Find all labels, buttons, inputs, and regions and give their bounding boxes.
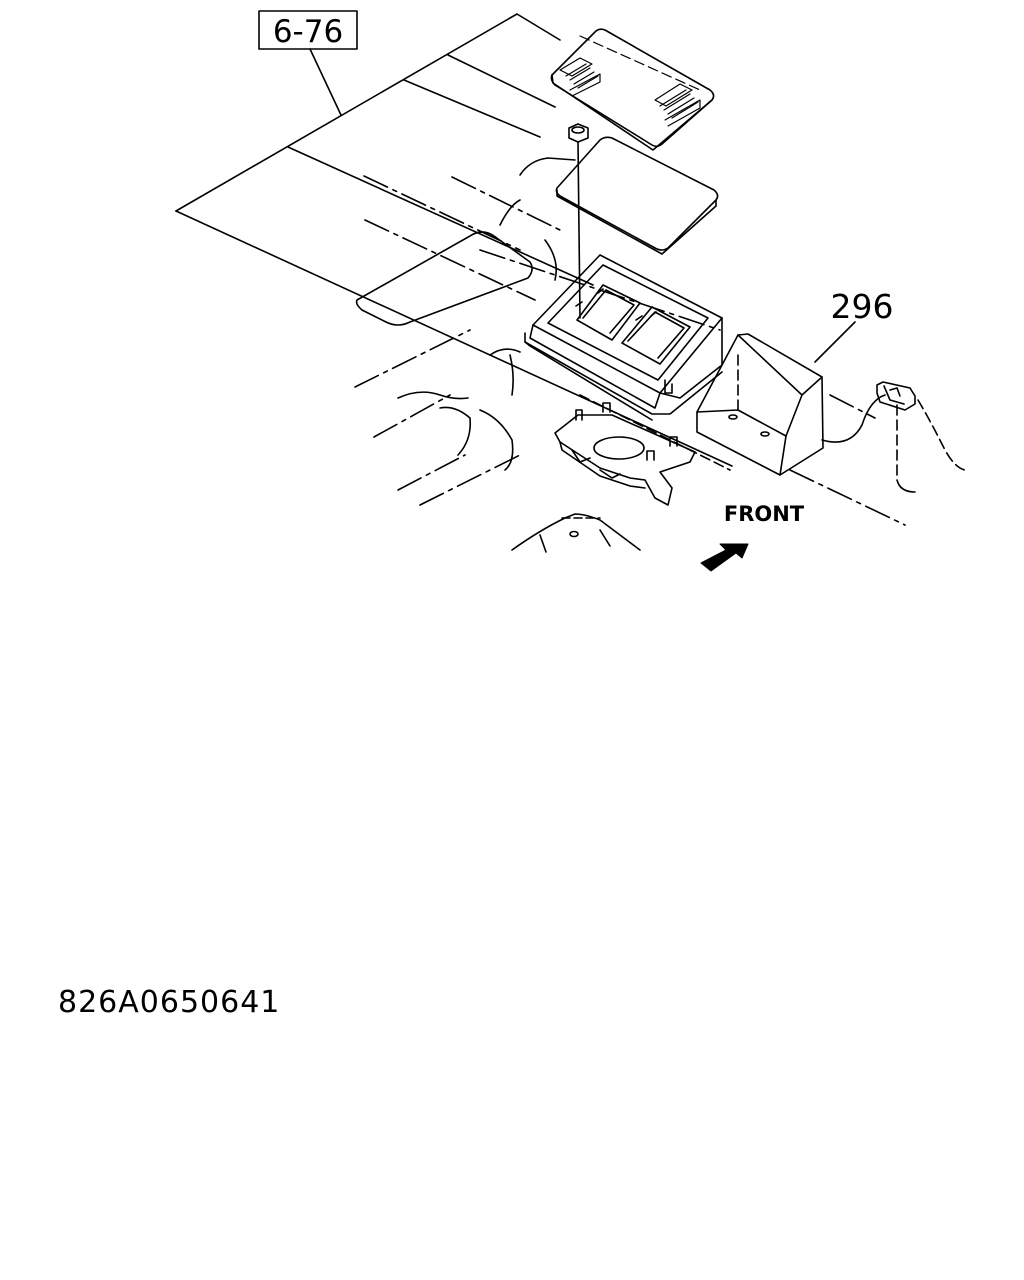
- front-direction-arrow: [700, 543, 749, 572]
- front-direction-label: FRONT: [724, 502, 805, 526]
- console-lid-pad: [555, 136, 719, 255]
- console-box: [479, 249, 723, 421]
- rear-console-part: 296: [696, 287, 894, 476]
- fastener-nut: [568, 123, 589, 319]
- reference-label: 6-76: [258, 10, 358, 116]
- floor-panel: [175, 13, 733, 506]
- part-callout-text: 296: [831, 287, 894, 326]
- console-lid-cover: [550, 28, 715, 151]
- reference-label-text: 6-76: [273, 14, 343, 50]
- lower-bracket-fragment: [511, 513, 641, 553]
- retaining-clip: [789, 381, 966, 526]
- drawing-code: 826A0650641: [58, 985, 280, 1020]
- mounting-bracket-plate: [554, 394, 731, 506]
